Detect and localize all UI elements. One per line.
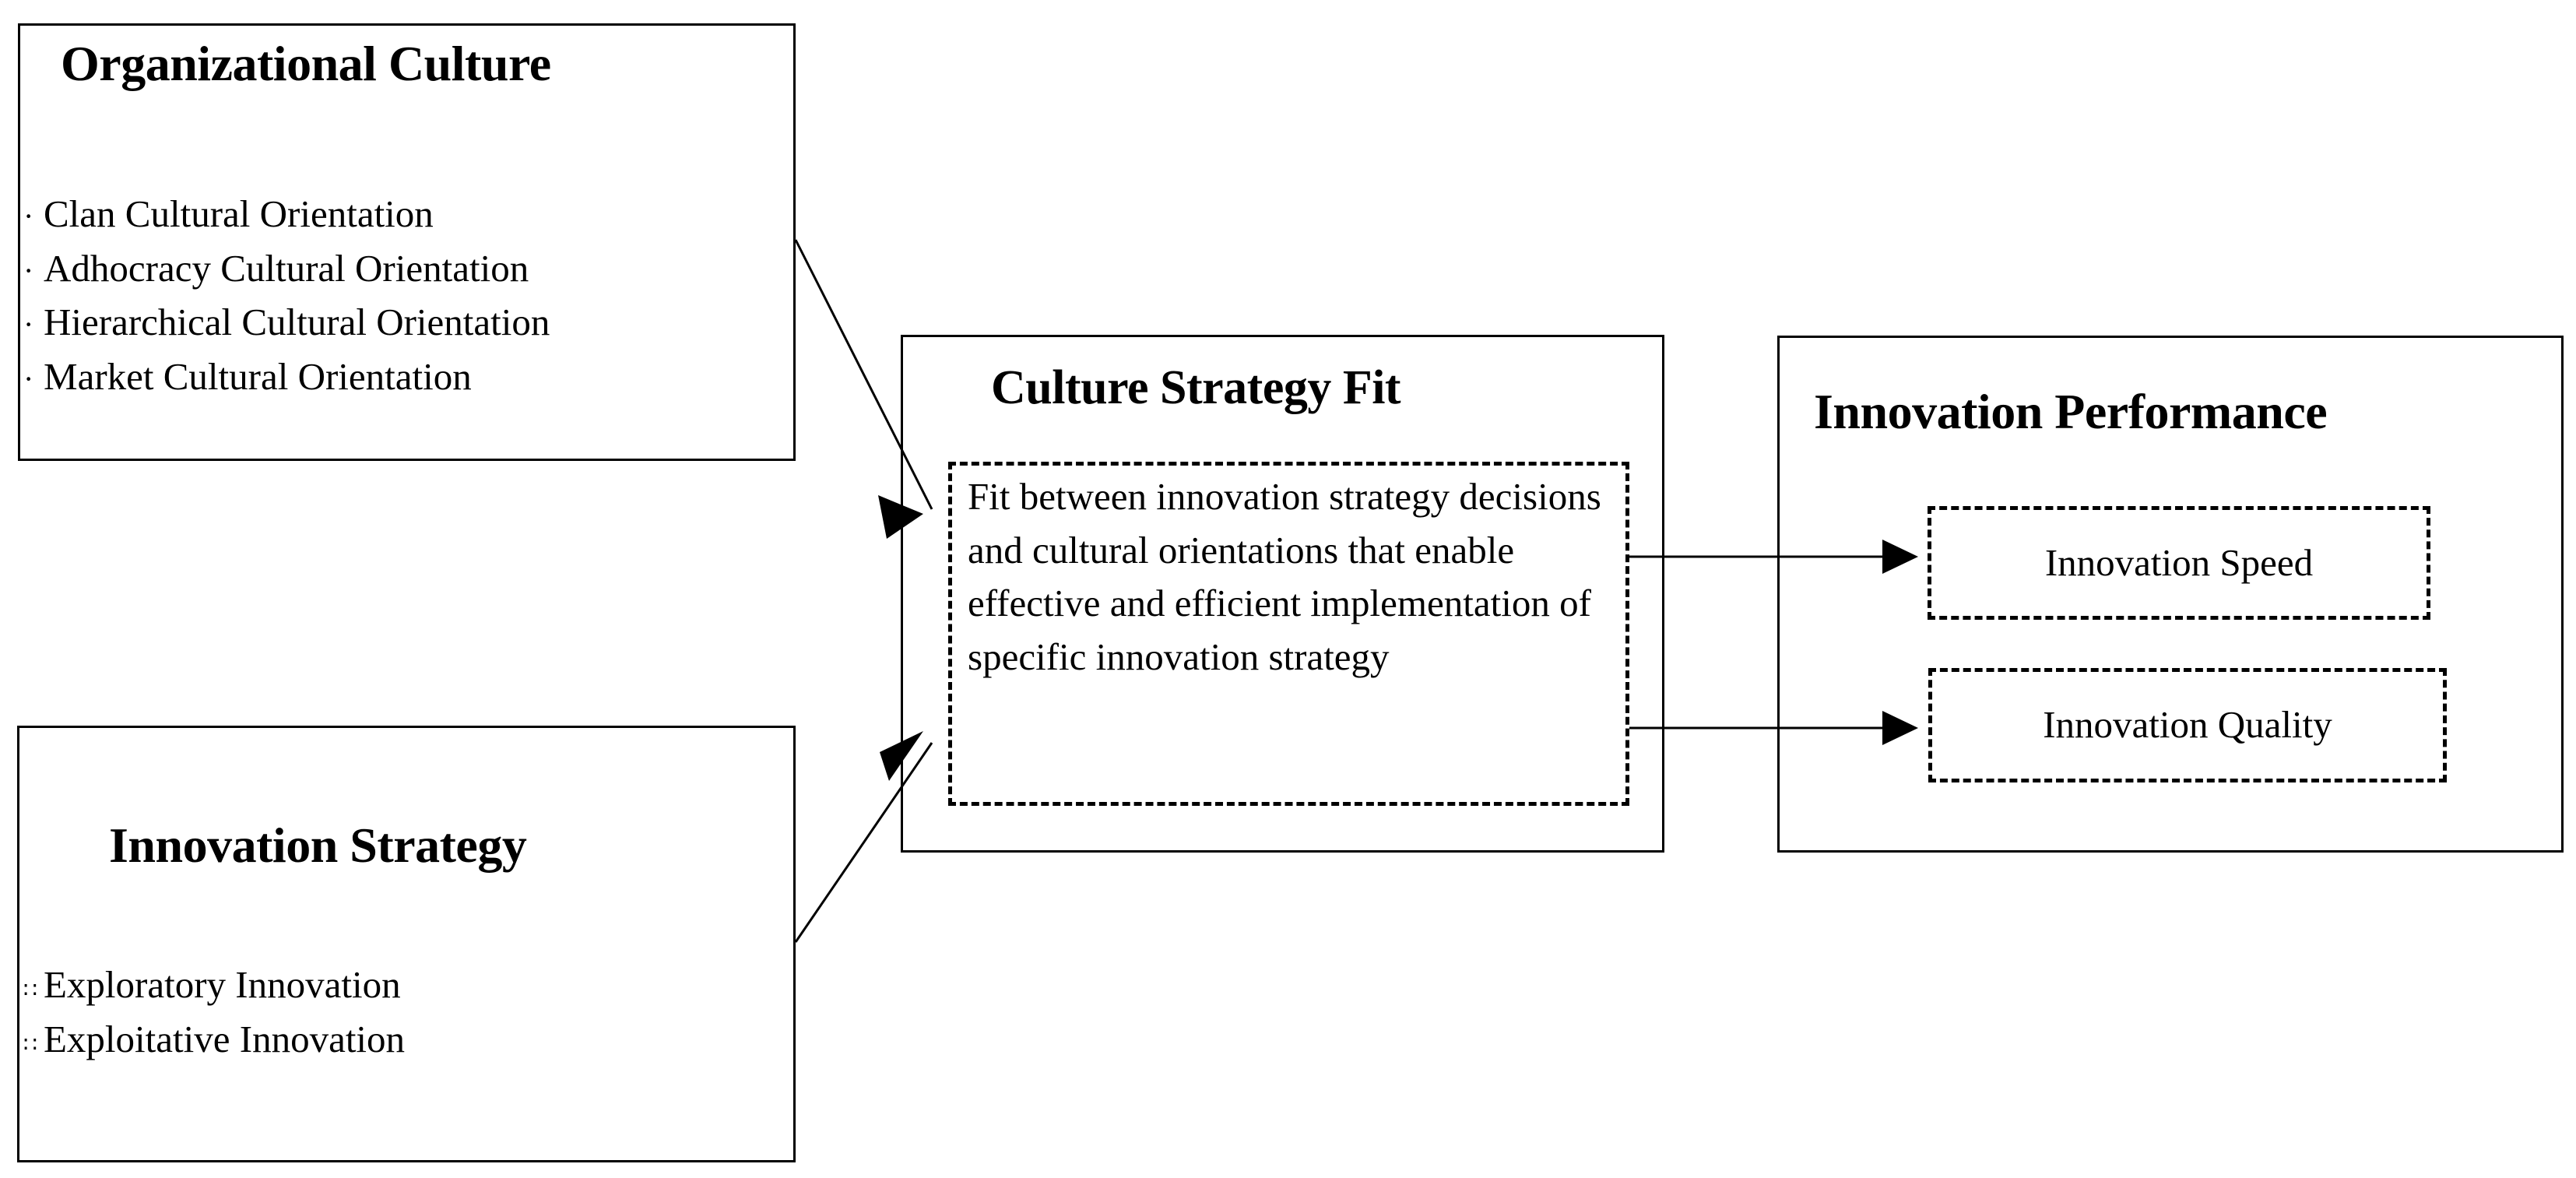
list-item-label: Exploratory Innovation — [44, 963, 401, 1006]
innovation-speed-box — [1928, 506, 2430, 620]
organizational-culture-title: Organizational Culture — [61, 36, 551, 91]
innovation-strategy-list: ∷ Exploratory Innovation ∷ Exploitative In… — [23, 958, 405, 1066]
culture-strategy-fit-title: Culture Strategy Fit — [991, 361, 1401, 414]
innovation-performance-box — [1777, 336, 2564, 853]
list-item-label: Clan Cultural Orientation — [44, 192, 434, 235]
bullet-icon: · — [23, 252, 34, 288]
culture-strategy-fit-description-box — [948, 462, 1629, 806]
list-item-label: Market Cultural Orientation — [44, 354, 472, 398]
list-item-label: Adhocracy Cultural Orientation — [44, 246, 529, 290]
culture-strategy-fit-box — [901, 335, 1664, 853]
list-item: · Market Cultural Orientation — [23, 350, 550, 404]
list-item: ∷ Exploratory Innovation — [23, 958, 405, 1012]
list-item: · Hierarchical Cultural Orientation — [23, 295, 550, 350]
culture-strategy-fit-description: Fit between innovation strategy decision… — [968, 475, 1601, 678]
bullet-icon: · — [23, 199, 34, 234]
innovation-speed-label: Innovation Speed — [2044, 541, 2314, 584]
bullet-icon: ∷ — [23, 1032, 37, 1057]
list-item-label: Exploitative Innovation — [44, 1017, 406, 1060]
bullet-icon: · — [23, 307, 34, 343]
organizational-culture-list: · Clan Cultural Orientation · Adhocracy Cu… — [23, 187, 550, 403]
bullet-icon: · — [23, 360, 34, 396]
innovation-performance-title: Innovation Performance — [1814, 384, 2328, 439]
bullet-icon: ∷ — [23, 979, 37, 1003]
list-item-label: Hierarchical Cultural Orientation — [44, 301, 550, 344]
list-item: · Adhocracy Cultural Orientation — [23, 241, 550, 296]
innovation-strategy-box — [17, 726, 796, 1162]
innovation-quality-label: Innovation Quality — [2043, 703, 2332, 746]
list-item: ∷ Exploitative Innovation — [23, 1012, 405, 1067]
innovation-quality-box — [1928, 668, 2447, 782]
organizational-culture-box — [18, 23, 796, 461]
list-item: · Clan Cultural Orientation — [23, 187, 550, 241]
innovation-strategy-title: Innovation Strategy — [109, 818, 527, 873]
